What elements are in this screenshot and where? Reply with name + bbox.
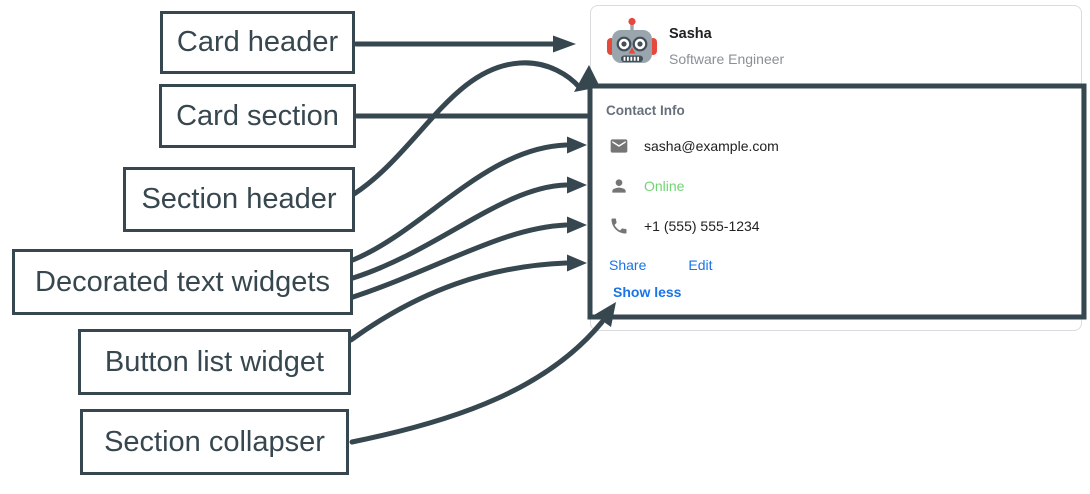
label-section-collapser: Section collapser (80, 409, 349, 475)
card-header-title: Sasha (669, 26, 712, 42)
person-icon (612, 179, 626, 193)
email-icon (610, 139, 628, 153)
arrow-section-collapser (349, 302, 616, 445)
phone-text: +1 (555) 555-1234 (644, 218, 760, 234)
arrow-card-header (353, 35, 576, 53)
label-section-header: Section header (123, 167, 355, 232)
contact-card: Sasha Software Engineer Contact Info sas… (590, 5, 1082, 331)
arrow-section-header (351, 60, 600, 197)
decorated-text-row-status: Online (609, 176, 684, 196)
label-card-header: Card header (160, 11, 355, 74)
arrow-decorated-text-email (350, 136, 587, 263)
robot-avatar-icon (604, 15, 660, 71)
card-header-subtitle: Software Engineer (669, 51, 785, 67)
decorated-text-row-email: sasha@example.com (609, 136, 779, 156)
phone-icon (611, 218, 627, 234)
share-button[interactable]: Share (609, 257, 647, 273)
section-collapser-button[interactable]: Show less (613, 284, 682, 300)
section-header-title: Contact Info (606, 103, 685, 118)
arrow-decorated-text-phone (350, 216, 587, 300)
status-text: Online (644, 178, 685, 194)
arrow-button-list (348, 254, 587, 343)
label-card-section: Card section (159, 84, 356, 148)
label-button-list-widget: Button list widget (78, 329, 351, 395)
decorated-text-row-phone: +1 (555) 555-1234 (609, 216, 760, 236)
arrow-decorated-text-status (350, 176, 587, 281)
button-list: Share Edit (609, 257, 712, 273)
email-text: sasha@example.com (644, 138, 779, 154)
label-decorated-text-widgets: Decorated text widgets (12, 249, 353, 315)
edit-button[interactable]: Edit (688, 257, 713, 273)
